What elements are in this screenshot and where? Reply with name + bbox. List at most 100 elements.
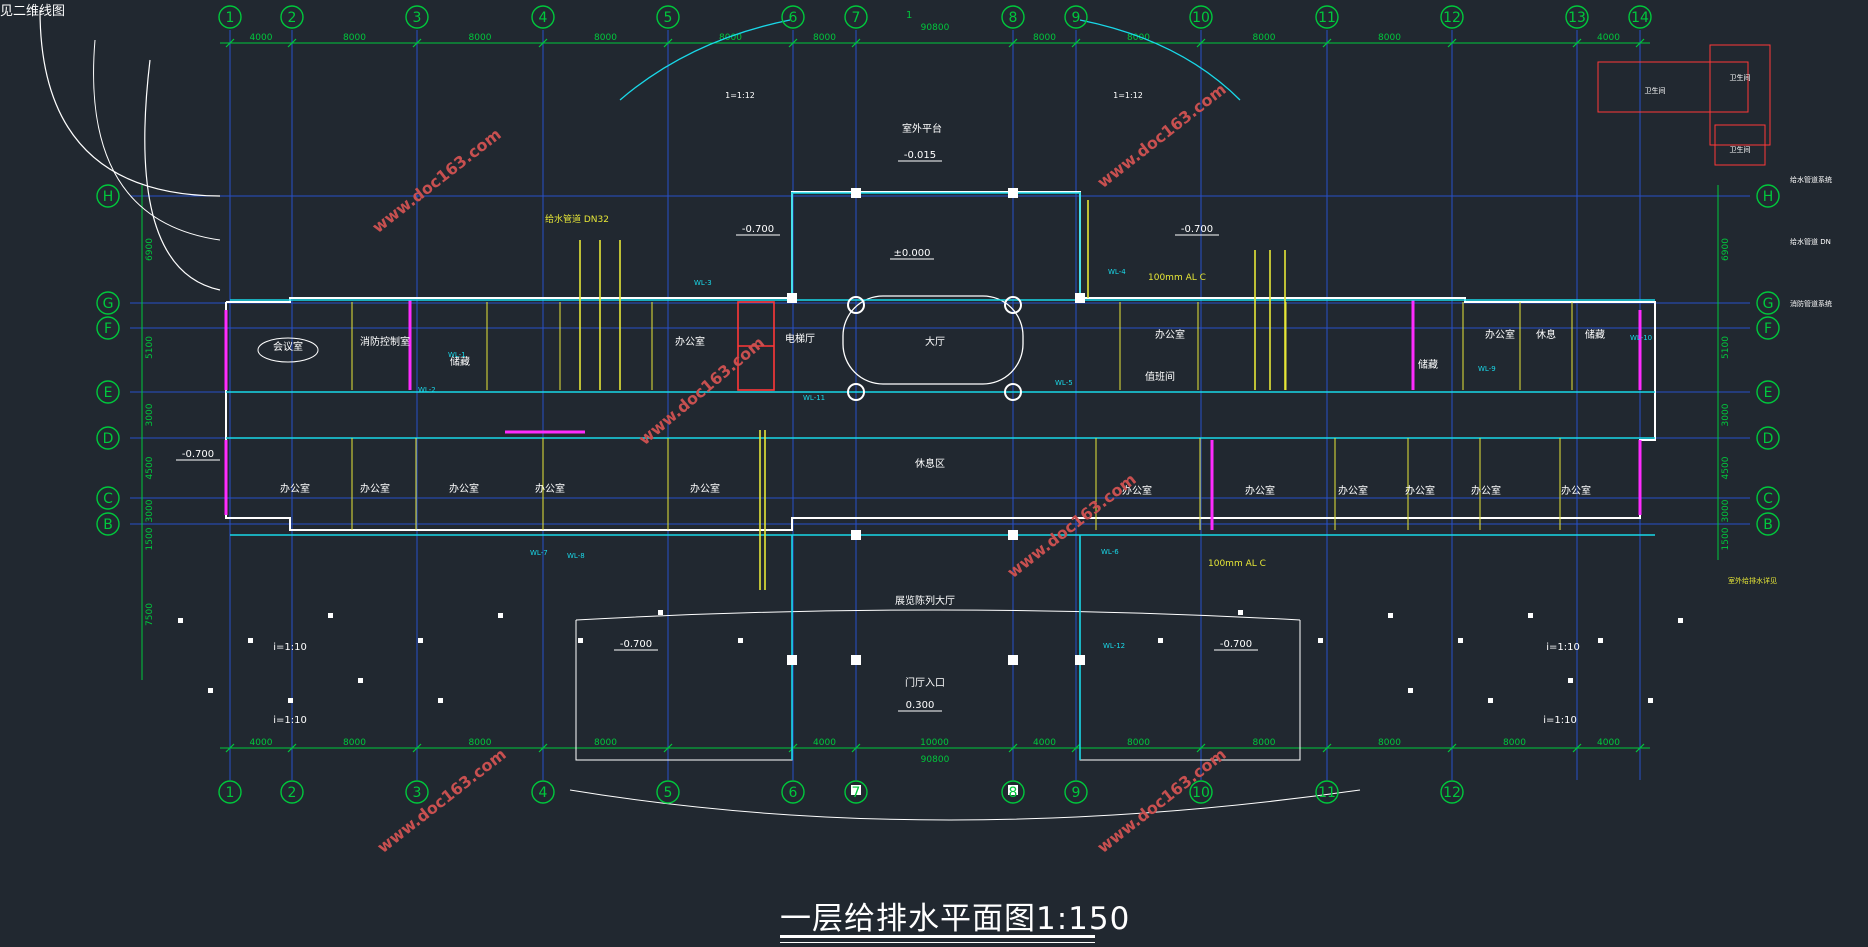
bottom-total-label: 90800 [921,755,950,765]
left-dim-label: 6900 [145,238,155,261]
right-dim-label: 5100 [1721,336,1731,359]
dim-tick [225,743,235,753]
axis-bubble-top-11: 11 [1318,10,1336,26]
pipe-network [178,188,1683,795]
site-bollard [1408,688,1413,693]
site-bollard [1528,613,1533,618]
site-bollard [1158,638,1163,643]
slope-label: i=1:10 [273,715,307,726]
room-label: 储藏 [450,355,470,368]
arc-scale-left: 1=1:12 [725,91,755,100]
axis-bubble-top-2: 2 [288,10,297,26]
drawing-title-block: 一层给排水平面图1:150 [780,893,1129,943]
axis-bubble-bottom-6: 6 [789,785,798,801]
right-dim-label: 1500 [1721,527,1731,550]
axis-bubble-right-H: H [1763,189,1774,205]
axis-bubble-top-1-ring [218,5,242,29]
axis-bubble-top-6-ring [781,5,805,29]
site-bollard [738,638,743,643]
dim-tick [287,38,297,48]
bottom-dim-label: 4000 [1597,738,1620,748]
watermark: www.doc163.com [369,125,505,237]
axis-bubble-bottom-2-ring [280,780,304,804]
bottom-dim-label: 8000 [594,738,617,748]
axis-bubble-bottom-9: 9 [1072,785,1081,801]
dim-tick [225,38,235,48]
dim-tick [1447,743,1457,753]
room-labels: 会议室消防控制室储藏办公室电梯厅大厅办公室值班间储藏办公室休息储藏休息区室外平台… [257,122,1605,689]
canopy-arc-left [619,19,791,101]
legend-note: 给水管道系统 [1790,175,1832,184]
axis-bubble-bottom-3: 3 [413,785,422,801]
axis-bubble-bottom-4: 4 [539,785,548,801]
pipe-tag: WL-1 [448,351,466,359]
room-label: 办公室 [1485,328,1515,341]
axis-bubble-left-B: B [103,517,113,533]
legend-note: 给水管道 DN [1790,237,1831,246]
dim-tick [412,743,422,753]
office-label: 办公室 [280,482,310,495]
wall-outlines [39,9,1656,821]
axis-bubble-top-7: 7 [852,10,861,26]
key-plan-stair [1714,124,1766,166]
round-column [1004,296,1022,314]
pipe-tag: WL-8 [567,552,585,560]
pipe-spec-bottom: 100mm AL C [1208,559,1266,569]
left-dim-label: 5100 [145,336,155,359]
canopy-arc-right [1079,19,1241,101]
site-bollard [1388,613,1393,618]
axis-bubble-top-9: 9 [1072,10,1081,26]
bottom-dim-label: 8000 [1127,738,1150,748]
axis-bubble-left-G-ring [96,291,120,315]
axis-bubble-right-E: E [1764,385,1773,401]
axis-bubble-bottom-12-ring [1440,780,1464,804]
site-bollard [1458,638,1463,643]
top-dim-label: 4000 [250,33,273,43]
office-label: 办公室 [535,482,565,495]
watermark: www.doc163.com [1004,470,1140,582]
office-label: 办公室 [1405,484,1435,497]
site-bollard [178,618,183,623]
structural-column [1008,188,1018,198]
bottom-dim-label: 8000 [469,738,492,748]
axis-bubble-bottom-7: 7 [852,785,861,801]
level-mark: ±0.000 [893,248,930,259]
dim-tick [1008,38,1018,48]
level-mark: -0.700 [182,449,214,460]
axis-bubble-bottom-2: 2 [288,785,297,801]
axis-bubble-top-1: 1 [226,10,235,26]
corner-caption: 见二维线图 [0,4,66,19]
axis-bubble-top-3: 3 [413,10,422,26]
site-bollard [418,638,423,643]
office-label: 办公室 [449,482,479,495]
office-label: 办公室 [1471,484,1501,497]
title-underline-thin [780,942,1095,943]
axis-bubble-top-8-ring [1001,5,1025,29]
axis-bubble-right-D: D [1763,431,1774,447]
dim-tick [788,38,798,48]
dim-tick [538,743,548,753]
axis-bubble-bottom-4-ring [531,780,555,804]
dim-tick [1322,38,1332,48]
bottom-dim-label: 4000 [1033,738,1056,748]
axis-bubble-top-12-ring [1440,5,1464,29]
dim-tick [1071,38,1081,48]
key-plan-label: 卫生间 [1645,86,1666,95]
room-label: 休息区 [915,457,945,470]
dim-tick [412,38,422,48]
axis-bubble-left-D: D [103,431,114,447]
bottom-dim-label: 4000 [813,738,836,748]
level-mark: -0.700 [1220,639,1252,650]
bottom-dim-label: 8000 [343,738,366,748]
room-label: 储藏 [1585,328,1605,341]
axis-bubble-bottom-3-ring [405,780,429,804]
site-bollard [1238,610,1243,615]
site-bollard [1598,638,1603,643]
axis-bubble-left-C-ring [96,486,120,510]
room-label: 电梯厅 [785,332,815,345]
level-mark: 0.300 [906,700,935,711]
top-dim-label: 8000 [594,33,617,43]
pipe-spec-right: 100mm AL C [1148,273,1206,283]
axis-bubble-top-6: 6 [789,10,798,26]
pipe-tag: WL-6 [1101,548,1119,556]
